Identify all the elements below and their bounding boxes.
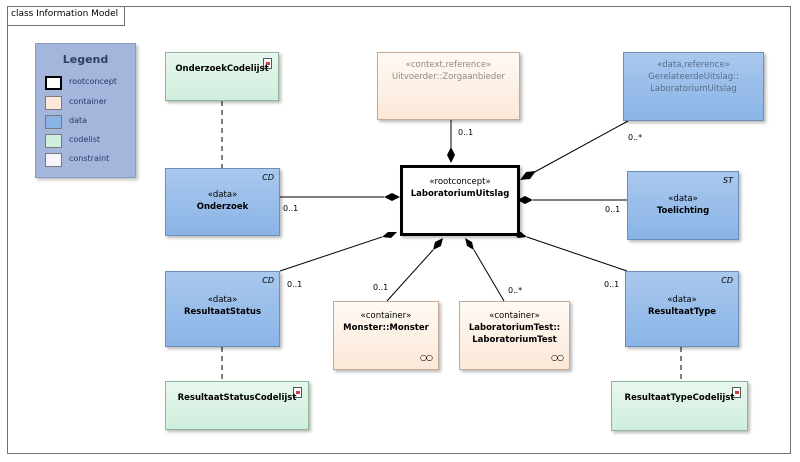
- diamond-monster: [433, 238, 443, 250]
- diamond-gerelateerde: [520, 171, 536, 180]
- class-monster[interactable]: «container» Monster::Monster ○○: [333, 301, 439, 370]
- diagram-title-tab: [7, 6, 125, 26]
- diamond-resultaatstatus: [382, 232, 397, 238]
- class-onderzoek-codelijst[interactable]: OnderzoekCodelijst: [165, 52, 279, 101]
- multiplicity-lab-test: 0..*: [508, 286, 523, 295]
- document-icon: [732, 387, 741, 398]
- edge-resultaattype: [526, 236, 628, 272]
- class-name: Monster::Monster: [343, 323, 429, 333]
- class-uitvoerder-zorgaanbieder[interactable]: «context,reference» Uitvoerder::Zorgaanb…: [377, 52, 520, 120]
- class-name: LaboratoriumUitslag: [410, 189, 510, 199]
- class-name: Toelichting: [656, 206, 710, 216]
- datatype-tag: CD: [721, 276, 733, 285]
- legend-label: container: [69, 97, 107, 106]
- class-name-line1: GerelateerdeUitslag::: [648, 72, 739, 82]
- legend-title: Legend: [62, 53, 109, 66]
- class-name-line2: LaboratoriumTest: [472, 335, 557, 345]
- multiplicity-resultaat-type: 0..1: [604, 280, 620, 289]
- class-toelichting[interactable]: ST «data» Toelichting: [627, 171, 739, 240]
- class-name: ResultaatStatus: [183, 307, 262, 317]
- class-stereotype: «container»: [360, 311, 412, 321]
- class-resultaat-status[interactable]: CD «data» ResultaatStatus: [165, 271, 280, 347]
- legend-label: rootconcept: [69, 77, 117, 86]
- edge-monster: [386, 249, 434, 302]
- multiplicity-toelichting: 0..1: [605, 205, 621, 214]
- class-name: Uitvoerder::Zorgaanbieder: [391, 72, 506, 82]
- edge-gerelateerde: [530, 120, 629, 175]
- class-stereotype: «data»: [667, 295, 697, 305]
- document-icon: [263, 58, 272, 69]
- link-icon: ○○: [551, 353, 564, 362]
- class-onderzoek[interactable]: CD «data» Onderzoek: [165, 168, 280, 236]
- multiplicity-monster: 0..1: [373, 283, 389, 292]
- legend-swatch: [45, 134, 62, 148]
- document-icon: [293, 387, 302, 398]
- multiplicity-gerelateerde: 0..*: [628, 133, 643, 142]
- class-stereotype: «rootconcept»: [429, 177, 491, 187]
- multiplicity-onderzoek: 0..1: [283, 204, 299, 213]
- edge-resultaatstatus: [279, 236, 383, 272]
- class-stereotype: «container»: [489, 311, 540, 321]
- class-stereotype: «data»: [207, 295, 238, 305]
- class-stereotype: «data»: [668, 194, 698, 204]
- diamond-toelichting: [517, 196, 533, 204]
- class-resultaat-type[interactable]: CD «data» ResultaatType: [625, 271, 739, 347]
- diagram-title: class Information Model: [11, 9, 119, 19]
- class-gerelateerde-uitslag[interactable]: «data,reference» GerelateerdeUitslag:: L…: [623, 52, 764, 121]
- class-name-line2: LaboratoriumUitslag: [650, 84, 737, 94]
- class-name: ResultaatType: [647, 307, 717, 317]
- multiplicity-uitvoerder: 0..1: [458, 128, 474, 137]
- class-laboratorium-uitslag[interactable]: «rootconcept» LaboratoriumUitslag: [400, 165, 520, 236]
- class-resultaat-status-codelijst[interactable]: ResultaatStatusCodelijst: [165, 381, 309, 430]
- class-name: Onderzoek: [196, 202, 249, 212]
- datatype-tag: CD: [262, 276, 274, 285]
- class-laboratorium-test[interactable]: «container» LaboratoriumTest:: Laborator…: [459, 301, 570, 370]
- diamond-uitvoerder: [447, 147, 455, 163]
- legend: Legend rootconcept container data codeli…: [35, 43, 136, 178]
- class-name: ResultaatTypeCodelijst: [624, 393, 735, 403]
- class-stereotype: «context,reference»: [405, 60, 492, 70]
- datatype-tag: CD: [262, 173, 274, 182]
- legend-swatch: [45, 115, 62, 129]
- multiplicity-resultaat-status: 0..1: [287, 280, 303, 289]
- class-name: OnderzoekCodelijst: [175, 64, 269, 74]
- class-name: ResultaatStatusCodelijst: [177, 393, 297, 403]
- class-name-line1: LaboratoriumTest::: [468, 323, 561, 333]
- link-icon: ○○: [420, 353, 433, 362]
- legend-swatch: [45, 96, 62, 110]
- edge-labtest: [473, 249, 505, 302]
- legend-label: codelist: [69, 135, 101, 144]
- class-stereotype: «data,reference»: [657, 60, 730, 70]
- datatype-tag: ST: [723, 176, 733, 185]
- legend-swatch: [45, 76, 62, 90]
- diamond-labtest: [465, 238, 474, 250]
- diamond-onderzoek: [384, 193, 400, 201]
- class-stereotype: «data»: [207, 190, 238, 200]
- class-resultaat-type-codelijst[interactable]: ResultaatTypeCodelijst: [611, 381, 748, 431]
- legend-label: data: [69, 116, 88, 125]
- legend-label: constraint: [69, 154, 110, 163]
- legend-swatch: [45, 153, 62, 167]
